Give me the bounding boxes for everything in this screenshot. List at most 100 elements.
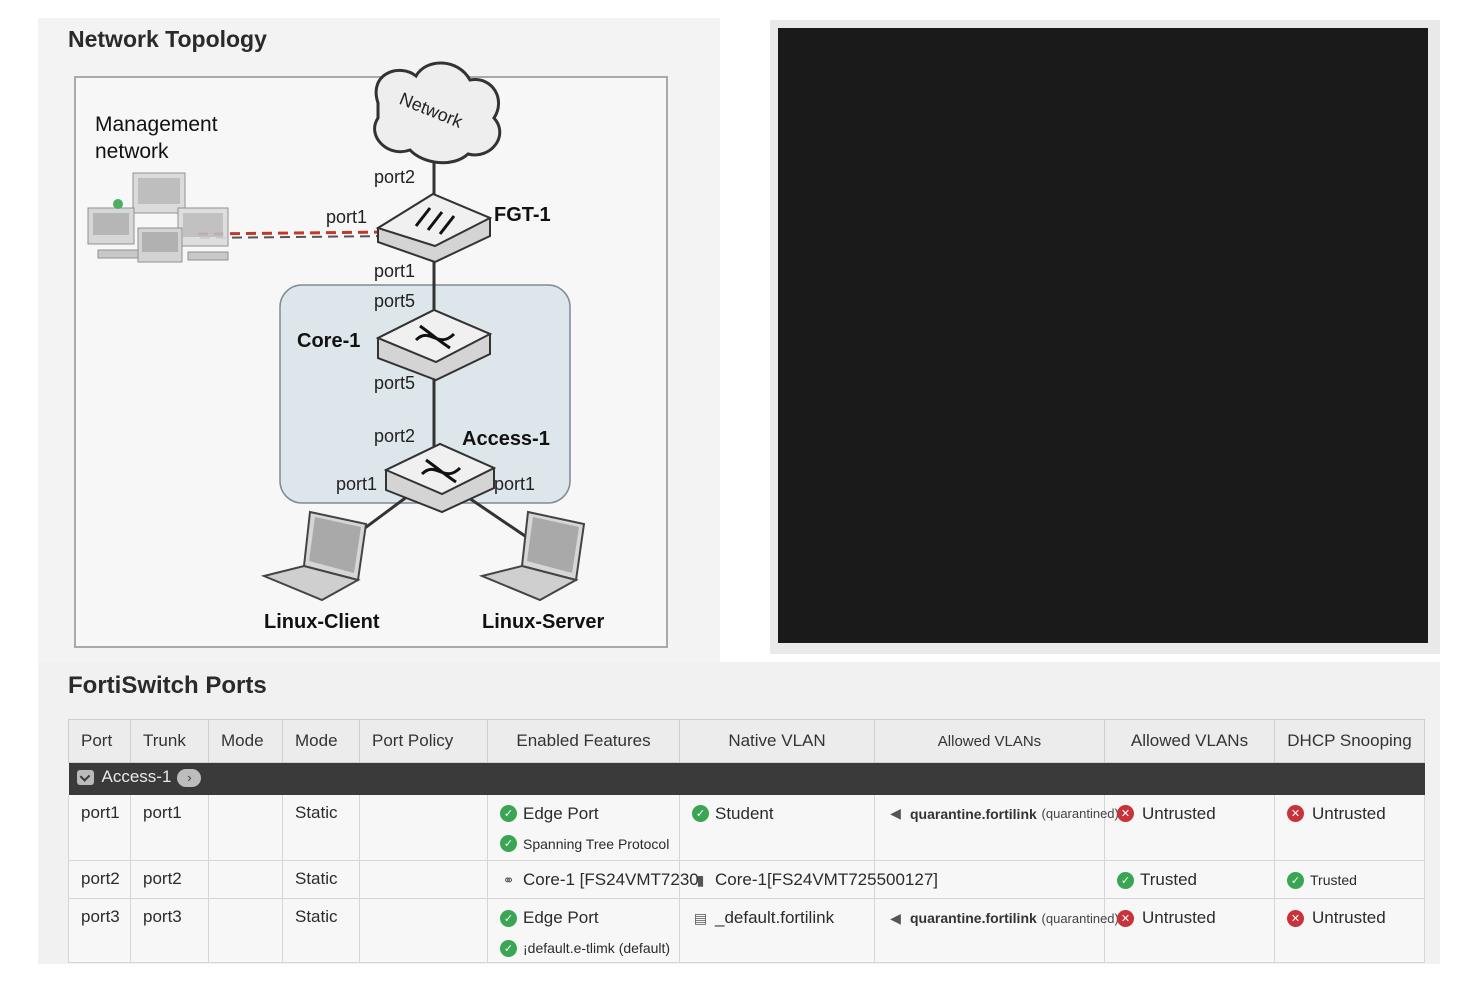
cell-dhcp-snooping: ✕ Untrusted: [1274, 898, 1425, 963]
fortiswitch-ports-panel: FortiSwitch Ports Port Trunk Mode Mode P…: [38, 662, 1440, 964]
cell-port: port3: [68, 898, 131, 963]
core-port-top-label: port5: [374, 291, 415, 311]
cell-dhcp-snooping: ✕ Untrusted: [1274, 794, 1425, 861]
check-icon: ✓: [500, 939, 517, 957]
x-icon: ✕: [1287, 805, 1304, 822]
management-label-line2: network: [95, 140, 169, 163]
group-row-access-1[interactable]: Access-1 ›: [68, 762, 1425, 795]
cell-mode: [208, 860, 283, 899]
linux-server-laptop-icon: [478, 510, 586, 602]
check-icon: ✓: [500, 805, 517, 822]
cell-mode-2: Static: [282, 898, 360, 963]
cell-allowed-vlans: [874, 860, 1105, 899]
cell-mode-2: Static: [282, 794, 360, 861]
col-header-dhcp-snooping[interactable]: DHCP Snooping: [1274, 719, 1425, 763]
linux-server-label: Linux-Server: [482, 611, 604, 633]
table-row[interactable]: port1 port1 Static ✓Edge Port ✓Spanning …: [68, 794, 1425, 861]
cell-allowed-vlans: ◀quarantine.fortilink (quarantined): [874, 898, 1119, 963]
trust-label: Untrusted: [1142, 803, 1216, 823]
switch-icon: ▮: [696, 871, 705, 888]
col-header-allowed-vlans[interactable]: Allowed VLANs: [874, 719, 1105, 763]
collapse-icon[interactable]: [76, 770, 94, 786]
cell-dhcp-snooping: ✓Trusted: [1274, 860, 1425, 899]
col-header-port[interactable]: Port: [68, 719, 131, 763]
core-port-bottom-label: port5: [374, 373, 415, 393]
cell-mode: [208, 794, 283, 861]
access-port-top-label: port2: [374, 426, 415, 446]
feature-label: ¡default.e-tlimk (default): [523, 940, 671, 956]
feature-label: Spanning Tree Protocol: [523, 835, 670, 852]
group-cell: Access-1 ›: [68, 762, 1425, 795]
cell-port-policy: [359, 860, 488, 899]
col-header-trunk[interactable]: Trunk: [130, 719, 209, 763]
table-row[interactable]: port3 port3 Static ✓ Edge Port ✓ ¡default.…: [68, 898, 1425, 963]
trust-label: Trusted: [1140, 870, 1198, 889]
allowed-vlan-name: quarantine.fortilink: [910, 805, 1037, 822]
col-header-mode[interactable]: Mode: [208, 719, 283, 763]
network-cloud-icon: [373, 61, 502, 165]
cell-allowed-vlans-2: ✓ Trusted: [1104, 860, 1275, 899]
group-chevron-icon[interactable]: ›: [177, 768, 202, 787]
check-icon: ✓: [1287, 871, 1304, 889]
check-icon: ✓: [692, 805, 709, 822]
x-icon: ✕: [1117, 805, 1134, 822]
video-screen[interactable]: [778, 28, 1428, 643]
fgt-port-left-label: port1: [326, 207, 367, 227]
core-name-label: Core-1: [297, 330, 360, 352]
link-access-server: [465, 494, 529, 540]
topology-diagram: Network Management network port2 port1: [87, 61, 604, 633]
native-vlan-label: Core-1[FS24VMT725500127]: [715, 870, 939, 889]
cell-mode-2: Static: [282, 860, 360, 899]
link-icon: ⚭: [502, 871, 515, 888]
fgt-name-label: FGT-1: [494, 204, 551, 226]
topology-title: Network Topology: [68, 26, 267, 52]
col-header-enabled-features[interactable]: Enabled Features: [487, 719, 680, 763]
group-name: Access-1: [101, 767, 172, 786]
x-icon: ✕: [1287, 909, 1304, 927]
access-1-switch-icon: [383, 442, 497, 514]
cell-mode: [208, 898, 283, 963]
ports-title: FortiSwitch Ports: [68, 672, 267, 699]
col-header-native-vlan[interactable]: Native VLAN: [679, 719, 875, 763]
core-1-switch-icon: [375, 308, 493, 382]
col-header-port-policy[interactable]: Port Policy: [359, 719, 488, 763]
vlan-icon: ▤: [693, 909, 708, 926]
cell-enabled-features: ⚭ Core-1 [FS24VMT7230: [487, 860, 699, 899]
cell-trunk: port3: [130, 898, 209, 963]
management-label-line1: Management: [95, 113, 218, 136]
feature-label: Core-1 [FS24VMT7230: [523, 870, 699, 889]
table-row[interactable]: port2 port2 Static ⚭Core-1 [FS24VMT7230 …: [68, 860, 1425, 899]
feature-label: Edge Port: [523, 908, 599, 927]
native-vlan-label: _default.fortilink: [715, 908, 835, 927]
access-port-right-label: port1: [494, 474, 535, 494]
link-management: [197, 230, 391, 236]
management-computers-icon: [87, 172, 229, 263]
cell-trunk: port2: [130, 860, 209, 899]
check-icon: ✓: [500, 835, 517, 852]
flag-icon: ◀: [890, 909, 901, 926]
linux-client-label: Linux-Client: [264, 611, 380, 633]
dhcp-label: Untrusted: [1312, 803, 1386, 823]
allowed-vlan-name: quarantine.fortilink: [910, 910, 1037, 926]
feature-label: Edge Port: [523, 803, 599, 823]
ports-table: Port Trunk Mode Mode Port Policy Enabled…: [68, 719, 1425, 963]
col-header-mode-2[interactable]: Mode: [282, 719, 360, 763]
flag-icon: ◀: [890, 805, 901, 821]
col-header-allowed-vlans-2[interactable]: Allowed VLANs: [1104, 719, 1275, 763]
cell-native-vlan: ✓Student: [679, 794, 875, 861]
cell-port-policy: [359, 794, 488, 861]
fgt-1-device-icon: [375, 192, 493, 264]
access-port-left-label: port1: [336, 474, 377, 494]
video-frame: [770, 20, 1440, 654]
cell-native-vlan: ▤ _default.fortilink: [679, 898, 875, 963]
network-topology-panel: Network Topology Network: [38, 18, 720, 664]
cell-port: port2: [68, 860, 131, 899]
cell-allowed-vlans-2: ✕ Untrusted: [1104, 794, 1275, 861]
linux-client-laptop-icon: [260, 510, 368, 602]
check-icon: ✓: [500, 909, 517, 927]
check-icon: ✓: [1117, 871, 1134, 889]
access-name-label: Access-1: [462, 428, 550, 450]
cell-enabled-features: ✓ Edge Port ✓ ¡default.e-tlimk (default): [487, 898, 680, 963]
dhcp-label: Untrusted: [1312, 908, 1386, 927]
cell-port-policy: [359, 898, 488, 963]
